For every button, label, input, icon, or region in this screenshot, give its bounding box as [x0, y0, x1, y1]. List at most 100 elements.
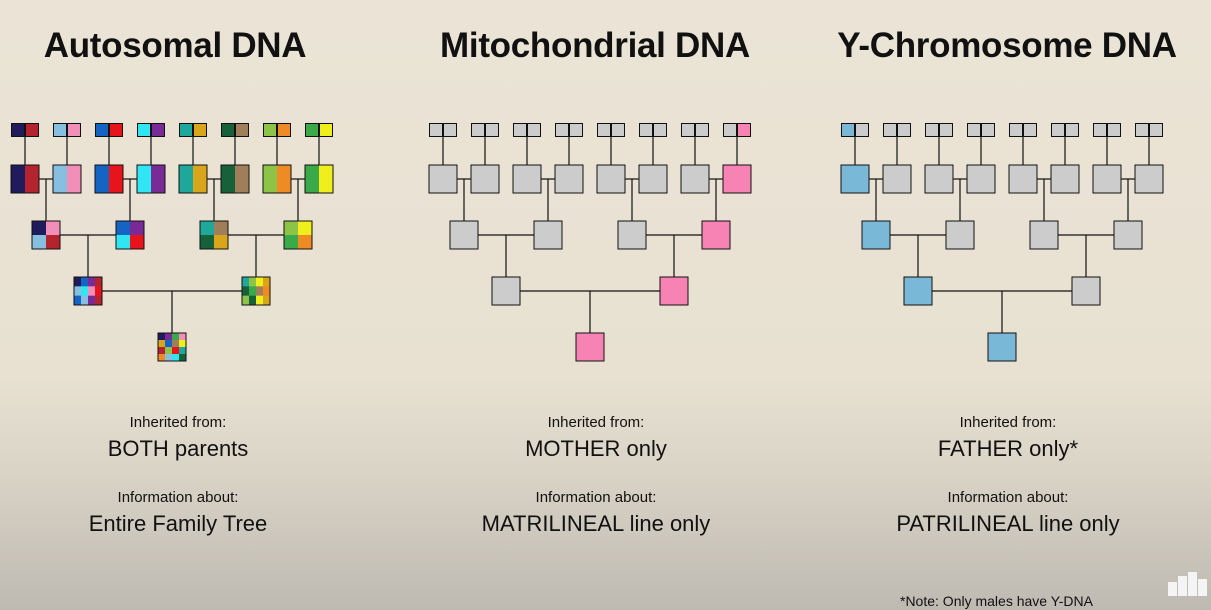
person-box: [1029, 220, 1059, 250]
person-box: [1065, 123, 1079, 137]
dna-segment: [81, 277, 89, 287]
person-box: [597, 123, 611, 137]
person-box: [151, 123, 165, 137]
dna-segment: [81, 286, 89, 296]
dna-segment: [53, 165, 68, 194]
person-box: [10, 164, 40, 194]
person-box: [109, 123, 123, 137]
dna-segment: [214, 221, 229, 236]
dna-segment: [263, 277, 271, 287]
person-box: [136, 164, 166, 194]
dna-segment: [151, 165, 166, 194]
person-box: [1051, 123, 1065, 137]
autosomal-title: Autosomal DNA: [43, 26, 307, 65]
dna-segment: [242, 286, 250, 296]
dna-segment: [158, 340, 166, 348]
person-box: [485, 123, 499, 137]
dna-segment: [165, 347, 173, 355]
person-box: [157, 332, 187, 362]
person-box: [554, 164, 584, 194]
person-box: [555, 123, 569, 137]
mitochondrial-title: Mitochondrial DNA: [440, 26, 750, 65]
dna-segment: [158, 333, 166, 341]
dna-segment: [277, 165, 292, 194]
y-chromosome-title: Y-Chromosome DNA: [837, 26, 1177, 65]
mitochondrial-inherited-value: MOTHER only: [525, 436, 667, 461]
person-box: [31, 220, 61, 250]
person-box: [73, 276, 103, 306]
person-box: [241, 276, 271, 306]
dna-segment: [284, 221, 299, 236]
person-box: [304, 164, 334, 194]
dna-segment: [172, 333, 180, 341]
person-box: [701, 220, 731, 250]
person-box: [95, 123, 109, 137]
family-tree-diagrams: [10, 123, 1164, 362]
dna-segment: [158, 347, 166, 355]
person-box: [1071, 276, 1101, 306]
dna-segment: [242, 277, 250, 287]
person-box: [527, 123, 541, 137]
person-box: [861, 220, 891, 250]
dna-segment: [193, 165, 208, 194]
dna-segment: [214, 235, 229, 250]
person-box: [305, 123, 319, 137]
person-box: [924, 164, 954, 194]
person-box: [220, 164, 250, 194]
dna-segment: [179, 354, 187, 362]
dna-segment: [95, 286, 103, 296]
dna-segment: [46, 221, 61, 236]
person-box: [235, 123, 249, 137]
person-box: [840, 164, 870, 194]
person-box: [596, 164, 626, 194]
dna-segment: [242, 295, 250, 306]
dna-segment: [172, 340, 180, 348]
person-box: [1093, 123, 1107, 137]
person-box: [981, 123, 995, 137]
dna-segment: [256, 295, 264, 306]
person-box: [470, 164, 500, 194]
person-box: [193, 123, 207, 137]
person-box: [1149, 123, 1163, 137]
dna-segment: [32, 235, 47, 250]
channel-logo-icon: [1168, 572, 1207, 596]
person-box: [283, 220, 313, 250]
person-box: [25, 123, 39, 137]
dna-segment: [319, 165, 334, 194]
dna-segment: [109, 165, 124, 194]
person-box: [967, 123, 981, 137]
person-box: [575, 332, 605, 362]
person-box: [611, 123, 625, 137]
person-box: [883, 123, 897, 137]
dna-segment: [305, 165, 320, 194]
person-box: [277, 123, 291, 137]
dna-segment: [249, 277, 257, 287]
dna-segment: [200, 235, 215, 250]
dna-segment: [249, 295, 257, 306]
dna-segment: [46, 235, 61, 250]
person-box: [471, 123, 485, 137]
dna-segment: [130, 235, 145, 250]
person-box: [723, 123, 737, 137]
person-box: [722, 164, 752, 194]
dna-segment: [81, 295, 89, 306]
dna-segment: [88, 286, 96, 296]
autosomal-inherited-label: Inherited from:: [129, 414, 227, 431]
person-box: [178, 164, 208, 194]
dna-segment: [221, 165, 236, 194]
autosomal-inherited-value: BOTH parents: [107, 436, 249, 461]
person-box: [443, 123, 457, 137]
person-box: [179, 123, 193, 137]
dna-segment: [284, 235, 299, 250]
dna-segment: [179, 347, 187, 355]
dna-segment: [263, 165, 278, 194]
person-box: [513, 123, 527, 137]
dna-segment: [179, 165, 194, 194]
dna-segment: [298, 221, 313, 236]
person-box: [855, 123, 869, 137]
person-box: [263, 123, 277, 137]
person-box: [925, 123, 939, 137]
person-box: [1135, 123, 1149, 137]
y-chromosome-info-value: PATRILINEAL line only: [896, 511, 1120, 536]
person-box: [428, 164, 458, 194]
